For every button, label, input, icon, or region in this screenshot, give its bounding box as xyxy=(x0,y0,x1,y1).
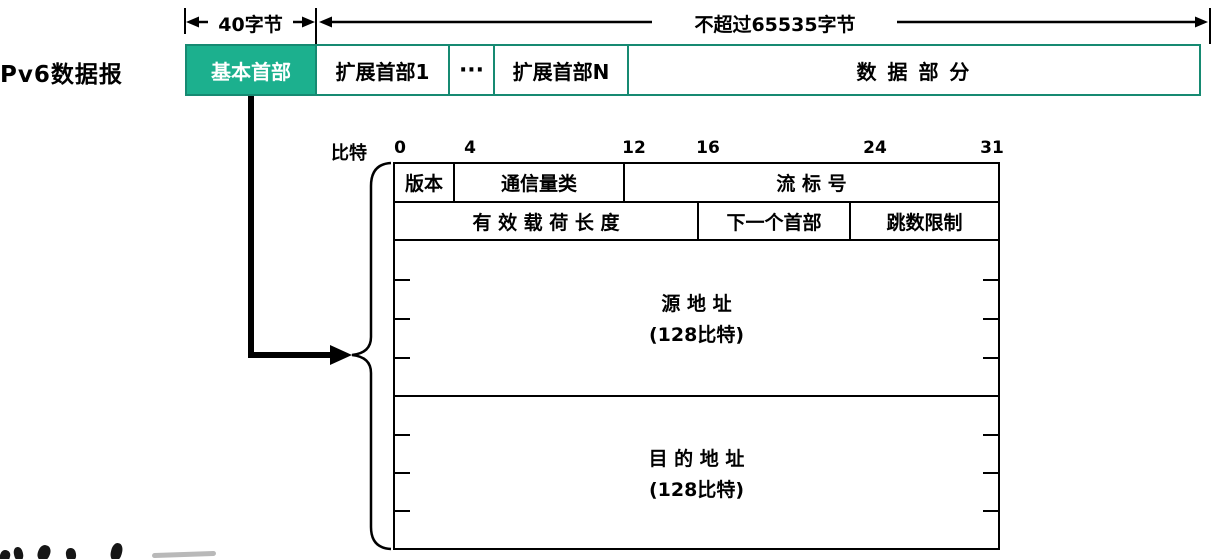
clipped-handwriting-fragment xyxy=(0,541,260,559)
next-header-field-cell: 下一个首部 xyxy=(699,203,851,239)
bit-tick-24: 24 xyxy=(863,138,887,158)
destination-address-field-cell: 目 的 地 址 (128比特) xyxy=(395,397,998,548)
extension-header-1-cell: 扩展首部1 xyxy=(315,44,450,96)
extension-header-n-cell: 扩展首部N xyxy=(493,44,629,96)
measure-label-max-bytes: 不超过65535字节 xyxy=(694,14,856,36)
destination-address-bits-label: (128比特) xyxy=(648,478,745,501)
source-address-bits-label: (128比特) xyxy=(648,324,745,346)
table-row: 版本 通信量类 流 标 号 xyxy=(395,164,998,203)
flow-label-field-cell: 流 标 号 xyxy=(776,173,847,195)
payload-length-field-cell: 有 效 载 荷 长 度 xyxy=(395,203,699,239)
right-arrowhead-icon xyxy=(302,16,315,28)
table-row: 有 效 载 荷 长 度 下一个首部 跳数限制 xyxy=(395,203,998,241)
bit-tick-4: 4 xyxy=(464,138,476,158)
ink-mark xyxy=(151,550,217,559)
version-field-cell: 版本 xyxy=(395,164,455,201)
ellipsis-cell: ··· xyxy=(448,44,495,96)
bit-tick-31: 31 xyxy=(980,138,1004,158)
bits-label: 比特 xyxy=(331,143,367,164)
packet-structure-row: 基本首部 扩展首部1 ··· 扩展首部N 数 据 部 分 xyxy=(185,44,1201,96)
hop-limit-field-cell: 跳数限制 xyxy=(886,211,963,234)
basic-header-field-table: 版本 通信量类 流 标 号 有 效 载 荷 长 度 下一个首部 跳数限制 源 地… xyxy=(393,162,1000,550)
left-arrowhead-icon xyxy=(186,16,199,28)
ink-mark xyxy=(12,546,25,559)
left-arrowhead-icon xyxy=(319,16,332,28)
datagram-title-label: Pv6数据报 xyxy=(0,62,123,88)
table-row: 目 的 地 址 (128比特) xyxy=(395,397,998,548)
ink-mark xyxy=(35,543,53,559)
source-address-field-cell: 源 地 址 (128比特) xyxy=(395,241,998,395)
ink-mark xyxy=(0,548,12,559)
bit-tick-16: 16 xyxy=(696,138,720,158)
elbow-connector-line xyxy=(248,96,331,358)
elbow-arrowhead-icon xyxy=(330,345,352,365)
ink-mark xyxy=(108,541,125,559)
destination-address-label: 目 的 地 址 xyxy=(648,447,745,470)
bit-tick-0: 0 xyxy=(394,138,406,158)
measure-label-40bytes: 40字节 xyxy=(218,14,283,36)
table-row: 源 地 址 (128比特) xyxy=(395,241,998,397)
bit-tick-12: 12 xyxy=(622,138,646,158)
right-arrowhead-icon xyxy=(1195,16,1208,28)
ink-mark xyxy=(65,547,77,559)
basic-header-cell: 基本首部 xyxy=(185,44,317,96)
traffic-class-field-cell: 通信量类 xyxy=(455,164,625,201)
curly-brace-icon xyxy=(351,161,392,551)
source-address-label: 源 地 址 xyxy=(661,293,732,315)
data-part-cell: 数 据 部 分 xyxy=(627,44,1201,96)
